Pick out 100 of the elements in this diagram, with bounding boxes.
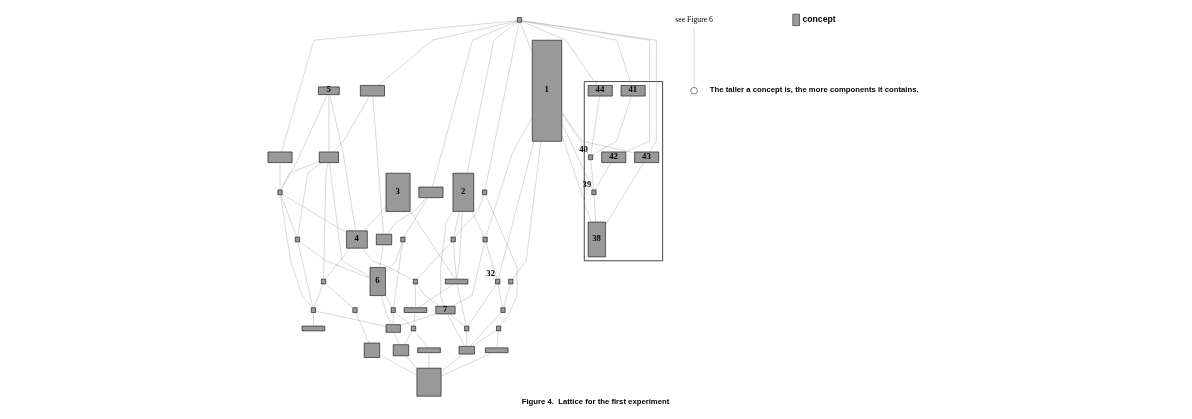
node-box (390, 307, 396, 313)
node-box: 6 (369, 267, 386, 296)
connector (467, 283, 497, 327)
node-box (363, 342, 380, 358)
connector (594, 162, 612, 190)
connector (315, 310, 387, 327)
connector (471, 330, 497, 347)
node-box (310, 307, 316, 313)
connector (471, 211, 485, 238)
node-box (417, 347, 441, 353)
node-box (301, 325, 326, 332)
connector (280, 194, 297, 238)
node-box (385, 324, 401, 333)
connector (395, 312, 412, 327)
connector (280, 194, 313, 308)
connector (521, 21, 597, 86)
connector (453, 241, 457, 280)
node-box (411, 325, 416, 332)
node-box: 1 (532, 39, 563, 142)
node-text: see Figure 6 (675, 14, 713, 24)
connector (313, 312, 314, 327)
node-box (495, 278, 501, 285)
node-box (500, 307, 506, 313)
node-box (400, 236, 406, 243)
connector (379, 244, 384, 268)
connector (454, 194, 485, 238)
node-box: 5 (318, 86, 340, 95)
connector (440, 352, 493, 377)
connector (451, 241, 485, 307)
connector (453, 211, 460, 238)
node-box (591, 189, 597, 196)
node-box: 4 (346, 230, 368, 249)
caption: Figure 4. Lattice for the first experiment (521, 396, 670, 406)
node-box (376, 233, 393, 246)
connector (432, 21, 518, 188)
node-box: 42 (601, 151, 627, 163)
connector (282, 193, 347, 233)
connector (325, 283, 353, 308)
node-box: 2 (452, 172, 475, 212)
connector (385, 295, 393, 308)
node-box (517, 17, 522, 23)
node-box (360, 85, 385, 97)
connector (485, 117, 533, 238)
legend-label: concept (802, 13, 836, 24)
node-box (588, 154, 594, 160)
connector (484, 22, 520, 190)
connector (498, 141, 535, 280)
connector (521, 20, 632, 86)
connector (297, 162, 323, 238)
node-box (418, 186, 444, 198)
connector (561, 112, 635, 154)
connector (299, 241, 371, 279)
connector (325, 248, 351, 280)
connector (456, 283, 467, 327)
node-box: 43 (634, 151, 660, 163)
connector (393, 241, 403, 308)
connector (561, 134, 592, 223)
connector (362, 248, 414, 281)
connector (590, 159, 594, 191)
connector (593, 194, 596, 223)
node-box (352, 307, 358, 313)
connector (485, 241, 498, 280)
connector (561, 122, 594, 191)
connector (297, 241, 314, 308)
connector (387, 197, 427, 235)
connector (417, 241, 452, 280)
node-box (294, 236, 300, 243)
connector (405, 355, 418, 369)
node-box (444, 278, 469, 285)
node-box (458, 346, 475, 355)
connector (415, 283, 416, 308)
node-box: 38 (587, 221, 606, 258)
connector (449, 313, 465, 327)
node-box (508, 278, 514, 285)
connector (485, 194, 518, 327)
connector (469, 312, 502, 347)
node-box (482, 236, 488, 243)
node-box (413, 278, 418, 285)
connector (379, 354, 417, 376)
connector (409, 210, 456, 280)
node-label: 40 (579, 143, 588, 154)
connector (280, 161, 320, 191)
connector (418, 283, 454, 308)
connector (381, 295, 392, 325)
node-box (321, 278, 327, 285)
node-box: 41 (620, 85, 646, 97)
node-box (403, 307, 428, 313)
connector (512, 141, 542, 280)
node-circle (690, 87, 698, 95)
node-box (496, 325, 502, 332)
connector (281, 94, 328, 190)
node-box (485, 347, 509, 353)
node-box: 7 (435, 305, 456, 315)
connector (441, 353, 463, 372)
connector (413, 312, 416, 327)
node-box (267, 151, 293, 163)
connector (447, 313, 465, 347)
connector (329, 162, 371, 277)
connector (400, 313, 436, 326)
node-box (482, 189, 488, 196)
